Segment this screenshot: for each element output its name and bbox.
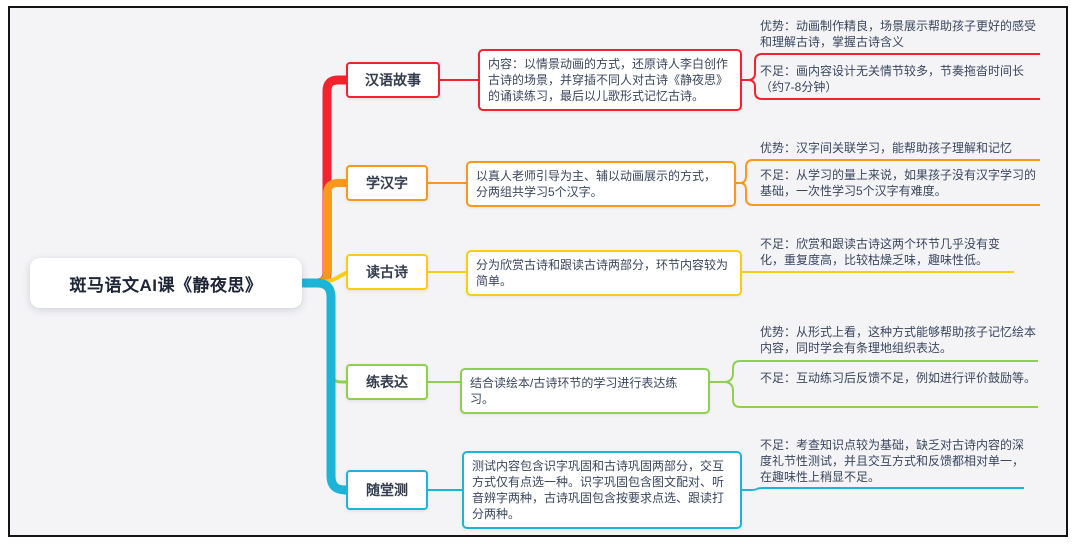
content-dugushi: 分为欣赏古诗和跟读古诗两部分，环节内容较为简单。 — [466, 250, 742, 296]
disadvantage-text-hanyugushi: 不足：画内容设计无关情节较多，节奏拖沓时间长（约7-8分钟） — [760, 64, 1025, 94]
topic-lianbiaoda: 练表达 — [346, 364, 428, 400]
content-suitangce: 测试内容包含识字巩固和古诗巩固两部分，交互方式仅有点选一种。识字巩固包含图文配对… — [462, 451, 742, 529]
content-lianbiaoda: 结合读绘本/古诗环节的学习进行表达练习。 — [460, 368, 710, 414]
disadvantage-text-lianbiaoda: 不足：互动练习后反馈不足，例如进行评价鼓励等。 — [760, 371, 1037, 385]
topic-dugushi: 读古诗 — [346, 254, 428, 290]
advantage-text-lianbiaoda: 优势：从形式上看，这种方式能够帮助孩子记忆绘本内容，同时学会有条理地组织表达。 — [760, 325, 1037, 355]
topic-suitangce: 随堂测 — [346, 470, 428, 510]
content-xuehanzi: 以真人老师引导为主、辅以动画展示的方式，分两组共学习5个汉字。 — [466, 161, 736, 207]
advantage-text-xuehanzi: 优势：汉字间关联学习，能帮助孩子理解和记忆 — [760, 141, 1013, 155]
central-topic: 斑马语文AI课《静夜思》 — [30, 258, 302, 308]
topic-hanyugushi: 汉语故事 — [346, 62, 440, 98]
disadvantage-text-xuehanzi: 不足：从学习的量上来说，如果孩子没有汉字学习的基础，一次性学习5个汉字有难度。 — [760, 168, 1037, 198]
content-hanyugushi: 内容：以情景动画的方式，还原诗人李白创作古诗的场景，并穿插不同人对古诗《静夜思》… — [478, 49, 742, 111]
disadvantage-text-dugushi: 不足：欣赏和跟读古诗这两个环节几乎没有变化，重复度高，比较枯燥乏味，趣味性低。 — [760, 237, 1001, 267]
advantage-text-hanyugushi: 优势：动画制作精良，场景展示帮助孩子更好的感受和理解古诗，掌握古诗含义 — [760, 19, 1037, 49]
disadvantage-text-suitangce: 不足：考查知识点较为基础，缺乏对古诗内容的深度礼节性测试，并且交互方式和反馈都相… — [760, 438, 1025, 484]
topic-xuehanzi: 学汉字 — [346, 165, 428, 201]
